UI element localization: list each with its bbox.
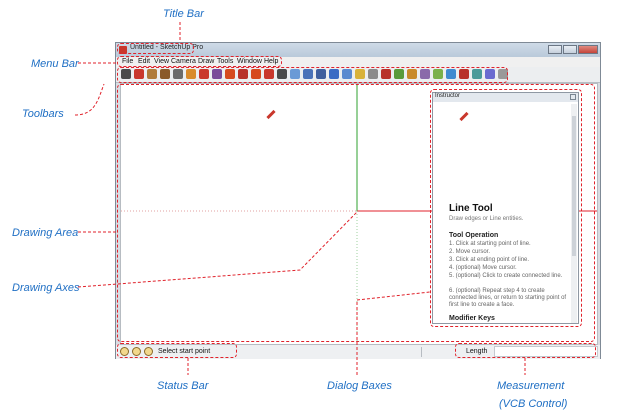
operation-step: 4. (optional) Move cursor. xyxy=(449,265,517,271)
menu-edit[interactable]: Edit xyxy=(138,58,151,65)
move-icon[interactable] xyxy=(238,69,248,79)
geo-location-icon[interactable] xyxy=(120,347,129,356)
operation-step: 5. (optional) Click to create connected … xyxy=(449,273,563,279)
credits-icon[interactable] xyxy=(132,347,141,356)
close-button[interactable] xyxy=(578,45,598,54)
window-title: Untitled - SketchUp Pro xyxy=(130,44,204,51)
tool-operation-heading: Tool Operation xyxy=(449,232,499,239)
tool-description: Draw edges or Line entities. xyxy=(449,216,524,222)
instructor-title: Instructor xyxy=(433,93,578,102)
measurement-input[interactable] xyxy=(494,346,598,357)
status-divider xyxy=(421,347,422,357)
pan-icon[interactable] xyxy=(381,69,391,79)
paint-bucket-icon[interactable] xyxy=(199,69,209,79)
title-bar: Untitled - SketchUp Pro xyxy=(116,43,600,57)
pencil-icon[interactable] xyxy=(134,69,144,79)
maximize-button[interactable] xyxy=(563,45,577,54)
share-component-icon[interactable] xyxy=(472,69,482,79)
zoom-icon[interactable] xyxy=(394,69,404,79)
scale-icon[interactable] xyxy=(264,69,274,79)
label-title-bar: Title Bar xyxy=(163,8,204,20)
highlight-title-bar xyxy=(117,43,194,54)
instructor-close-icon[interactable] xyxy=(570,94,576,100)
axes-icon[interactable] xyxy=(342,69,352,79)
label-toolbars: Toolbars xyxy=(22,108,64,120)
3d-text-icon[interactable] xyxy=(355,69,365,79)
styles-icon[interactable] xyxy=(498,69,508,79)
zoom-extents-icon[interactable] xyxy=(420,69,430,79)
orbit-icon[interactable] xyxy=(368,69,378,79)
circle-icon[interactable] xyxy=(160,69,170,79)
instructor-dialog[interactable]: Instructor Line Tool Draw edges or Line … xyxy=(432,92,579,324)
menu-window[interactable]: Window xyxy=(237,58,262,65)
label-drawing-area: Drawing Area xyxy=(12,227,79,239)
label-menu-bar: Menu Bar xyxy=(31,58,79,70)
offset-icon[interactable] xyxy=(277,69,287,79)
label-dialog-boxes: Dialog Baxes xyxy=(327,380,392,392)
instructor-scrollbar[interactable] xyxy=(571,104,577,323)
toolbar xyxy=(116,67,600,83)
user-icon[interactable] xyxy=(144,347,153,356)
operation-step: 2. Move cursor. xyxy=(449,249,491,255)
operation-step: 1. Click at starting point of line. xyxy=(449,241,531,247)
highlight-measurement xyxy=(455,343,596,358)
menu-view[interactable]: View xyxy=(154,58,170,65)
measurement-label: Length xyxy=(466,348,488,355)
menu-file[interactable]: File xyxy=(122,58,134,65)
highlight-menu-bar xyxy=(117,56,282,67)
label-vcb-control: (VCB Control) xyxy=(499,398,568,410)
highlight-status-left xyxy=(117,343,237,358)
operation-step: 3. Click at ending point of line. xyxy=(449,257,530,263)
select-icon[interactable] xyxy=(121,69,131,79)
follow-me-icon[interactable] xyxy=(225,69,235,79)
status-text: Select start point xyxy=(158,348,211,355)
menu-tools[interactable]: Tools xyxy=(217,58,234,65)
label-measurement: Measurement xyxy=(497,380,565,392)
scrollbar-thumb[interactable] xyxy=(572,116,576,256)
tape-measure-icon[interactable] xyxy=(290,69,300,79)
app-window: Untitled - SketchUp Pro File Edit View C… xyxy=(115,42,601,359)
app-icon xyxy=(119,46,127,54)
menu-camera[interactable]: Camera xyxy=(171,58,196,65)
leader-toolbars xyxy=(74,83,105,116)
share-model-icon[interactable] xyxy=(459,69,469,79)
rectangle-icon[interactable] xyxy=(147,69,157,79)
dimension-icon[interactable] xyxy=(303,69,313,79)
menu-help[interactable]: Help xyxy=(264,58,279,65)
minimize-button[interactable] xyxy=(548,45,562,54)
arc-icon[interactable] xyxy=(173,69,183,79)
warehouse-icon[interactable] xyxy=(446,69,456,79)
menu-bar: File Edit View Camera Draw Tools Window … xyxy=(116,57,600,67)
push-pull-icon[interactable] xyxy=(212,69,222,79)
eraser-icon[interactable] xyxy=(186,69,196,79)
text-icon[interactable] xyxy=(329,69,339,79)
rotate-icon[interactable] xyxy=(251,69,261,79)
zoom-window-icon[interactable] xyxy=(407,69,417,79)
highlight-toolbar xyxy=(117,67,508,83)
label-drawing-axes: Drawing Axes xyxy=(12,282,80,294)
protractor-icon[interactable] xyxy=(316,69,326,79)
extension-icon[interactable] xyxy=(485,69,495,79)
menu-draw[interactable]: Draw xyxy=(198,58,215,65)
components-icon[interactable] xyxy=(433,69,443,79)
label-status-bar: Status Bar xyxy=(157,380,209,392)
operation-step: 6. (optional) Repeat step 4 to create co… xyxy=(449,288,567,308)
modifier-keys-heading: Modifier Keys xyxy=(449,315,495,322)
highlight-instructor xyxy=(430,89,582,327)
tool-name: Line Tool xyxy=(449,203,493,214)
